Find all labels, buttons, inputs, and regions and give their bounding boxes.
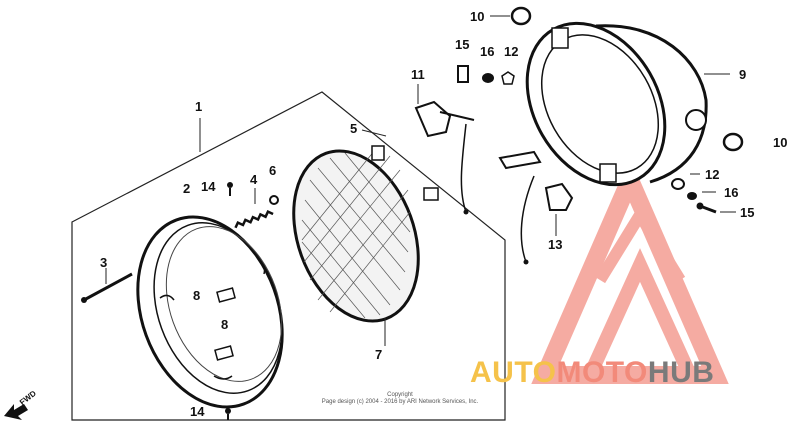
callout-10a: 10 bbox=[470, 9, 485, 24]
sealed-beam-unit bbox=[292, 129, 439, 346]
callout-1: 1 bbox=[195, 99, 203, 114]
grommets bbox=[490, 6, 744, 152]
turn-socket bbox=[498, 150, 574, 265]
spring bbox=[234, 188, 274, 229]
watermark-logo bbox=[531, 157, 729, 384]
callout-15b: 15 bbox=[740, 205, 755, 220]
small-hardware bbox=[214, 182, 279, 420]
callout-7: 7 bbox=[375, 347, 383, 362]
callout-9: 9 bbox=[739, 67, 747, 82]
copyright-line-2: Page design (c) 2004 - 2016 by ARI Netwo… bbox=[321, 399, 479, 405]
callout-13: 13 bbox=[548, 237, 563, 252]
callout-16a: 16 bbox=[480, 44, 495, 59]
callout-6: 6 bbox=[269, 163, 277, 178]
watermark-auto: AUTO bbox=[470, 356, 557, 389]
callout-5: 5 bbox=[350, 121, 358, 136]
watermark-moto: MOTO bbox=[556, 356, 648, 389]
callout-12b: 12 bbox=[705, 167, 720, 182]
callout-8a: 8 bbox=[193, 288, 201, 303]
callout-16b: 16 bbox=[724, 185, 739, 200]
callout-10b: 10 bbox=[773, 135, 788, 150]
mount-hardware bbox=[457, 65, 736, 214]
assembly-outline bbox=[71, 91, 506, 421]
copyright-notice: Copyright Page design (c) 2004 - 2016 by… bbox=[300, 392, 500, 406]
fwd-indicator: FWD bbox=[4, 389, 44, 422]
copyright-line-1: Copyright bbox=[387, 392, 413, 398]
callout-8b: 8 bbox=[221, 317, 229, 332]
position-light-socket bbox=[414, 84, 475, 215]
callout-2: 2 bbox=[183, 181, 191, 196]
callout-14a: 14 bbox=[201, 179, 216, 194]
headlight-rim bbox=[136, 215, 284, 409]
adjusting-screw bbox=[81, 268, 133, 303]
watermark-hub: HUB bbox=[647, 356, 715, 389]
callout-12a: 12 bbox=[504, 44, 519, 59]
callout-4: 4 bbox=[250, 172, 258, 187]
callout-3: 3 bbox=[100, 255, 108, 270]
headlight-case bbox=[525, 21, 730, 187]
callout-15a: 15 bbox=[455, 37, 470, 52]
fwd-arrow bbox=[4, 404, 28, 420]
callout-11: 11 bbox=[411, 67, 425, 82]
watermark-text: AUTOMOTOHUB bbox=[470, 356, 714, 390]
callout-14b: 14 bbox=[190, 404, 205, 419]
